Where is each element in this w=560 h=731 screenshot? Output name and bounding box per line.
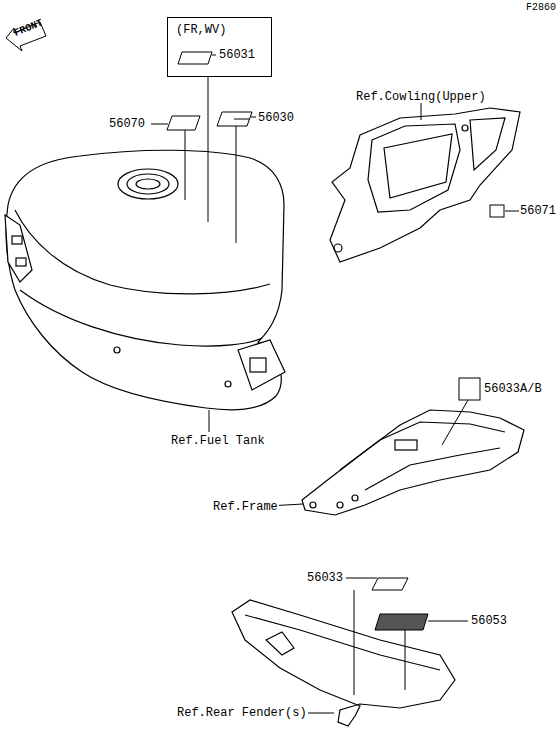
variant-code: (FR,WV)	[175, 24, 227, 36]
callout-number: 56071	[519, 205, 557, 217]
callout-number: 56070	[108, 118, 146, 130]
frame	[302, 410, 524, 515]
leader-line	[421, 103, 422, 120]
leader-line	[209, 410, 210, 432]
fuel-tank	[5, 150, 285, 410]
callout-number: 56033A/B	[483, 383, 543, 395]
decal	[372, 578, 408, 590]
decal	[375, 614, 428, 630]
reference-label: Ref.Rear Fender(s)	[176, 707, 308, 719]
callout-number: 56030	[257, 112, 295, 124]
callout-number: 56053	[470, 615, 508, 627]
decal	[167, 116, 200, 130]
leader-line	[354, 590, 355, 695]
upper-cowling	[330, 108, 520, 262]
leader-line	[428, 621, 468, 622]
decal	[490, 205, 504, 217]
decal	[178, 52, 212, 64]
reference-label: Ref.Fuel Tank	[170, 435, 266, 447]
variant-box: (FR,WV) 56031	[167, 17, 272, 77]
callout-number: 56033	[306, 572, 344, 584]
reference-label: Ref.Frame	[212, 501, 279, 513]
leader-line	[346, 578, 377, 579]
reference-label: Ref.Cowling(Upper)	[355, 91, 487, 103]
leader-line	[308, 713, 334, 714]
callout-number: 56031	[218, 49, 256, 61]
decal	[459, 378, 480, 400]
drawing-number: F2860	[525, 3, 557, 13]
leader-line	[442, 400, 468, 445]
leader-line	[405, 630, 406, 690]
leader-line	[208, 77, 209, 222]
decal	[217, 112, 252, 126]
